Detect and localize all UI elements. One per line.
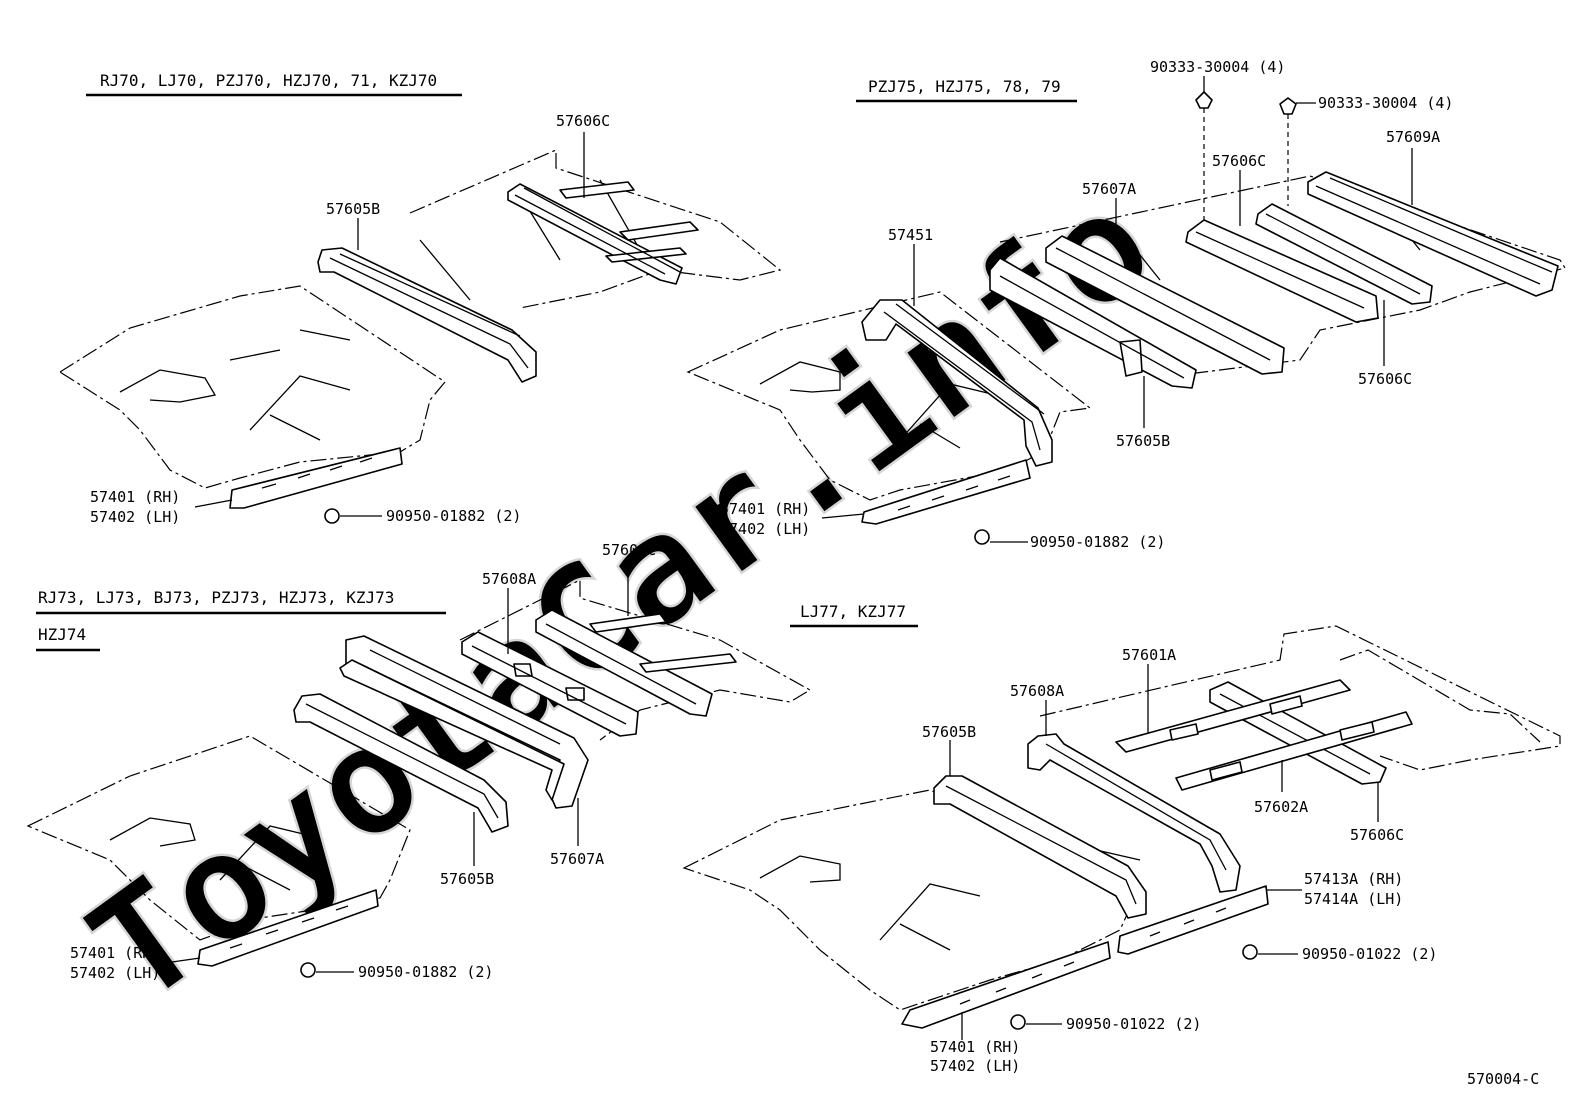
variant-pzj75: PZJ75, HZJ75, 78, 79 [686,58,1566,551]
drawing-number: 570004-C [1467,1070,1539,1088]
label-57401: 57401 (RH) [720,500,810,518]
variant-rj73-header: RJ73, LJ73, BJ73, PZJ73, HZJ73, KZJ73 [38,588,394,607]
label-57601a: 57601A [1122,646,1176,664]
crossmember-57607a [1045,235,1285,375]
floor-pan-front-outline [682,789,1141,1011]
label-57608a: 57608A [1010,682,1064,700]
label-90950-b: 90950-01022 (2) [1066,1015,1201,1033]
label-90950-a: 90950-01022 (2) [1302,945,1437,963]
label-57609a: 57609A [1386,128,1440,146]
crossmember-57601a [1115,679,1351,753]
floor-pan-front-tunnel [109,817,321,891]
label-57402: 57402 (LH) [930,1057,1020,1075]
label-57607a: 57607A [550,850,604,868]
rocker-rail-57401 [861,459,1031,525]
label-57402: 57402 (LH) [90,508,180,526]
label-57402: 57402 (LH) [70,964,160,982]
label-57401: 57401 (RH) [930,1038,1020,1056]
label-90950: 90950-01882 (2) [358,963,493,981]
label-57607a: 57607A [1082,180,1136,198]
leader-57401 [194,499,233,508]
floor-pan-front-tunnel [759,827,1141,951]
label-57605b: 57605B [440,870,494,888]
label-90333-a: 90333-30004 (4) [1150,58,1285,76]
variant-rj73-header2: HZJ74 [38,625,86,644]
label-57605b: 57605B [1116,432,1170,450]
variant-rj70: RJ70, LJ70, PZJ70, HZJ70, 71, KZJ70 5760… [58,71,782,526]
floor-pan-rear-outline [1039,625,1561,771]
label-57413a: 57413A (RH) [1304,870,1403,888]
crossmember-57605b [933,775,1147,919]
crossmember-57605b [989,257,1197,389]
label-57402: 57402 (LH) [720,520,810,538]
floor-pan-rear-outline [999,175,1566,376]
label-57401: 57401 (RH) [90,488,180,506]
clip-90950 [300,962,316,978]
crossmember-57602a [1175,711,1413,791]
variant-lj77: LJ77, KZJ77 [682,602,1561,1075]
variant-pzj75-header: PZJ75, HZJ75, 78, 79 [868,77,1061,96]
floor-pan-mid-outline [1339,649,1541,743]
crossmember-57605b [317,247,537,383]
label-57606c: 57606C [602,541,656,559]
label-57605b: 57605B [326,200,380,218]
label-57451: 57451 [888,226,933,244]
crossmember-57608a [1027,733,1241,893]
floor-pan-rear-outline [409,149,782,309]
variant-lj77-header: LJ77, KZJ77 [800,602,906,621]
clip-90950 [324,508,340,524]
floor-pan-front-outline [686,291,1092,501]
variant-rj70-header: RJ70, LJ70, PZJ70, HZJ70, 71, KZJ70 [100,71,437,90]
label-57605b: 57605B [922,723,976,741]
crossmember-57609a [1307,171,1559,297]
label-57602a: 57602A [1254,798,1308,816]
crossmember-57607a [339,635,589,809]
floor-pan-front-tunnel [119,329,351,441]
label-57606c-bottom: 57606C [1358,370,1412,388]
label-57414a: 57414A (LH) [1304,890,1403,908]
crossmember-57608a [461,631,639,737]
label-90950: 90950-01882 (2) [386,507,521,525]
clip-90950-a [1242,944,1258,960]
floor-pan-rear-outline [459,579,812,741]
clip-90950 [974,529,990,545]
crossmember-57451 [861,299,1053,467]
leader-57401 [171,957,201,963]
rocker-rail-57413a [1117,885,1269,955]
rocker-rail-57401 [229,447,403,509]
rocker-rail-57401 [901,941,1111,1029]
label-57608a: 57608A [482,570,536,588]
rocker-rail-57401 [197,889,379,967]
label-57606c: 57606C [1350,826,1404,844]
variant-rj73: RJ73, LJ73, BJ73, PZJ73, HZJ73, KZJ73 HZ… [26,541,812,982]
crossmember-57606c [507,181,699,285]
nut-90333-a [1195,91,1213,109]
nut-90333-b [1279,97,1297,115]
crossmember-57606c-rear [1255,203,1433,305]
label-90333-b: 90333-30004 (4) [1318,94,1453,112]
crossmember-57606c [535,609,737,717]
clip-90950-b [1010,1014,1026,1030]
label-57401: 57401 (RH) [70,944,160,962]
floor-pan-front-tunnel [759,361,1001,449]
leader-57401 [821,513,865,519]
label-57606c-top: 57606C [1212,152,1266,170]
crossmember-57605b [293,693,509,833]
label-57606c: 57606C [556,112,610,130]
label-90950: 90950-01882 (2) [1030,533,1165,551]
